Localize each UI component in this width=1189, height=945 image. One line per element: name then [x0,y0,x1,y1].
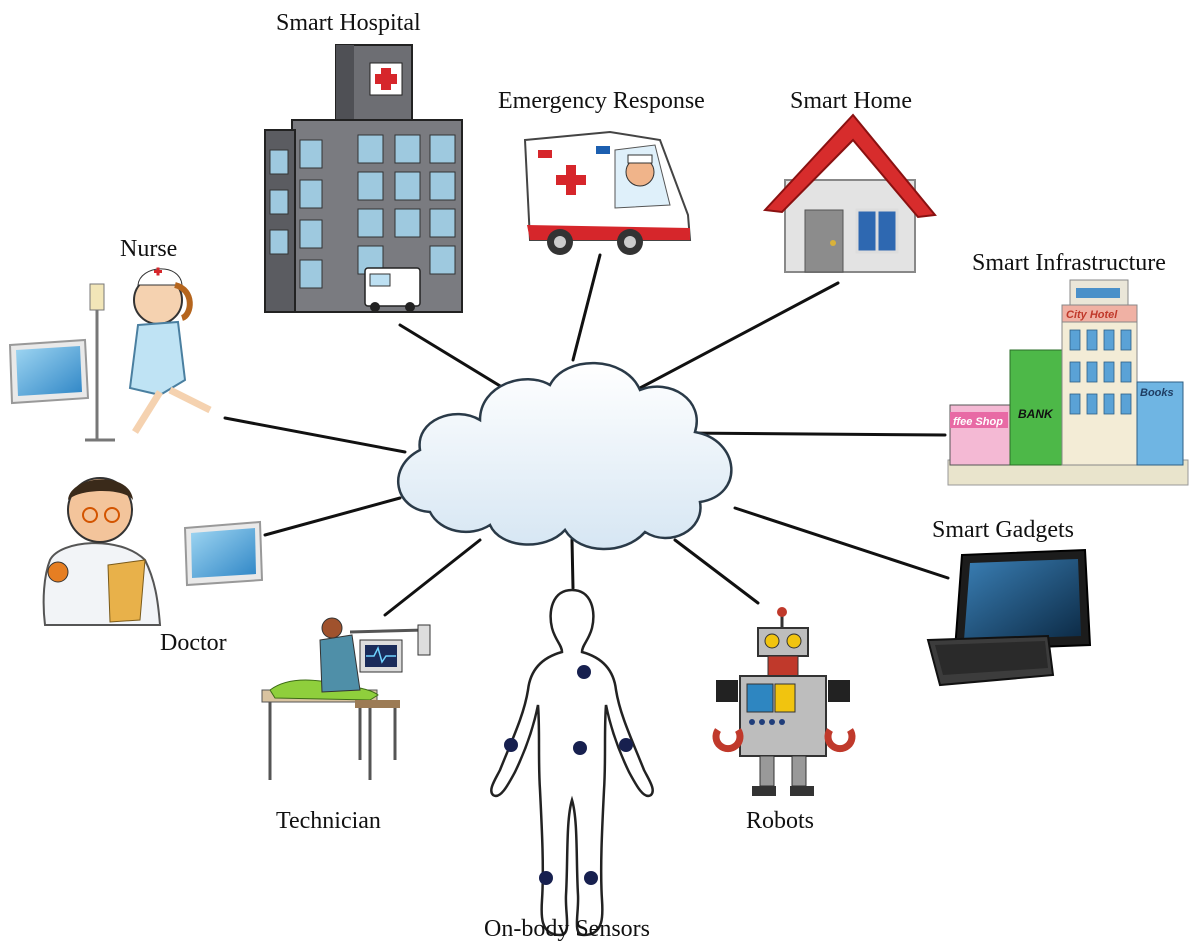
house-icon [762,113,937,273]
sensor-dot [584,871,598,885]
sensor-dot [573,741,587,755]
connector-doctor [263,496,402,537]
sensor-dot [577,665,591,679]
connector-technician [383,538,482,617]
label-nurse: Nurse [120,236,178,262]
label-emergency-response: Emergency Response [498,88,705,114]
label-doctor: Doctor [160,630,227,656]
hospital-building-icon [264,44,463,313]
nurse-tablet-icon [8,267,212,442]
connector-smart-hospital [398,323,512,394]
label-smart-hospital: Smart Hospital [276,10,421,36]
sensor-dot [539,871,553,885]
robot-icon [712,607,856,796]
label-smart-home: Smart Home [790,88,912,114]
connector-robots [673,538,760,605]
connector-smart-gadgets [733,506,950,580]
sign-hotel: City Hotel [1066,309,1118,321]
sign-bank: BANK [1018,407,1054,421]
laptop-icon [926,548,1092,687]
connector-on-body-sensors [570,538,575,590]
doctor-tablet-icon [42,477,264,626]
sign-shop: ffee Shop [953,416,1003,428]
sensor-dot [619,738,633,752]
label-technician: Technician [276,808,381,834]
city-buildings-icon: ffee Shop BANK City Hotel Books [947,279,1189,486]
label-on-body-sensors: On-body Sensors [484,916,650,942]
connector-smart-infrastructure [678,431,947,437]
connector-nurse [223,416,407,454]
technician-lab-icon [261,617,431,780]
cloud-icon [397,361,733,551]
connector-emergency-response [571,253,602,362]
sign-books: Books [1140,387,1174,399]
connector-lines [223,253,950,617]
sensor-dot [504,738,518,752]
human-body-sensors-icon [490,588,654,937]
label-smart-infrastructure: Smart Infrastructure [972,250,1166,276]
label-smart-gadgets: Smart Gadgets [932,517,1074,543]
ambulance-icon [523,130,692,255]
label-robots: Robots [746,808,815,834]
connector-smart-home [638,281,840,390]
